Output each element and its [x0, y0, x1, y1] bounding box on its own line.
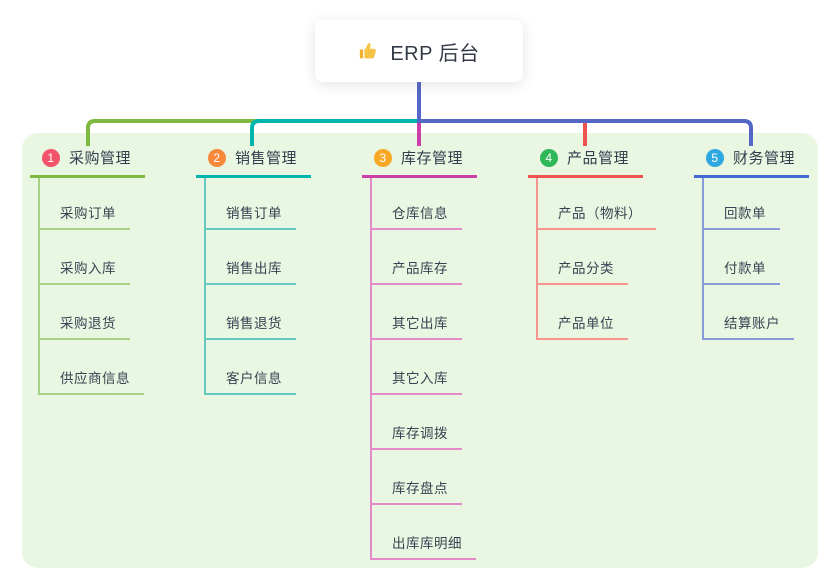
branch-children: 产品（物料） 产品分类 产品单位	[536, 178, 656, 340]
branch-title-label: 库存管理	[401, 150, 464, 167]
child-row: 付款单	[704, 230, 794, 285]
branch-column: 5 财务管理 回款单 付款单 结算账户	[694, 147, 809, 340]
child-node[interactable]: 仓库信息	[372, 202, 462, 230]
child-row: 采购入库	[40, 230, 144, 285]
branches-panel	[22, 133, 818, 568]
branch-node[interactable]: 4 产品管理	[528, 147, 643, 178]
branch-number-badge: 2	[208, 148, 226, 167]
branch-column: 3 库存管理 仓库信息 产品库存 其它出库 其它入库 库存调拨 库存盘点 出库库…	[362, 147, 477, 560]
child-node[interactable]: 客户信息	[206, 367, 296, 395]
branch-number-badge: 1	[42, 148, 60, 167]
child-row: 库存盘点	[372, 450, 476, 505]
child-node[interactable]: 采购订单	[40, 202, 130, 230]
thumbs-up-icon	[358, 40, 380, 62]
child-row: 产品分类	[538, 230, 656, 285]
root-title: ERP 后台	[390, 42, 480, 65]
branch-number-badge: 4	[540, 148, 558, 167]
child-row: 客户信息	[206, 340, 296, 395]
child-node[interactable]: 产品库存	[372, 257, 462, 285]
child-row: 其它入库	[372, 340, 476, 395]
child-node[interactable]: 供应商信息	[40, 367, 144, 395]
branch-number-badge: 5	[706, 148, 724, 167]
branch-column: 1 采购管理 采购订单 采购入库 采购退货 供应商信息	[30, 147, 145, 395]
branch-node[interactable]: 3 库存管理	[362, 147, 477, 178]
branch-children: 仓库信息 产品库存 其它出库 其它入库 库存调拨 库存盘点 出库库明细	[370, 178, 476, 560]
child-node[interactable]: 出库库明细	[372, 532, 476, 560]
branch-column: 2 销售管理 销售订单 销售出库 销售退货 客户信息	[196, 147, 311, 395]
root-node[interactable]: ERP 后台	[315, 20, 523, 82]
child-node[interactable]: 产品（物料）	[538, 202, 656, 230]
branch-children: 回款单 付款单 结算账户	[702, 178, 794, 340]
branch-title-label: 财务管理	[733, 150, 796, 167]
child-node[interactable]: 库存调拨	[372, 422, 462, 450]
branch-number-badge: 3	[374, 148, 392, 167]
child-node[interactable]: 销售退货	[206, 312, 296, 340]
child-row: 其它出库	[372, 285, 476, 340]
child-row: 仓库信息	[372, 178, 476, 230]
branch-title-label: 产品管理	[567, 150, 630, 167]
child-node[interactable]: 回款单	[704, 202, 780, 230]
child-row: 采购退货	[40, 285, 144, 340]
child-row: 结算账户	[704, 285, 794, 340]
child-row: 回款单	[704, 178, 794, 230]
child-row: 销售出库	[206, 230, 296, 285]
branch-title-label: 采购管理	[69, 150, 132, 167]
child-node[interactable]: 销售订单	[206, 202, 296, 230]
child-node[interactable]: 结算账户	[704, 312, 794, 340]
child-row: 产品单位	[538, 285, 656, 340]
child-row: 销售订单	[206, 178, 296, 230]
child-row: 库存调拨	[372, 395, 476, 450]
child-node[interactable]: 产品单位	[538, 312, 628, 340]
branch-column: 4 产品管理 产品（物料） 产品分类 产品单位	[528, 147, 656, 340]
child-node[interactable]: 其它出库	[372, 312, 462, 340]
child-row: 供应商信息	[40, 340, 144, 395]
child-node[interactable]: 付款单	[704, 257, 780, 285]
child-row: 产品库存	[372, 230, 476, 285]
child-node[interactable]: 库存盘点	[372, 477, 462, 505]
child-node[interactable]: 其它入库	[372, 367, 462, 395]
branch-node[interactable]: 5 财务管理	[694, 147, 809, 178]
child-node[interactable]: 产品分类	[538, 257, 628, 285]
branch-children: 销售订单 销售出库 销售退货 客户信息	[204, 178, 296, 395]
child-row: 采购订单	[40, 178, 144, 230]
branch-node[interactable]: 2 销售管理	[196, 147, 311, 178]
child-row: 产品（物料）	[538, 178, 656, 230]
child-node[interactable]: 采购入库	[40, 257, 130, 285]
branch-children: 采购订单 采购入库 采购退货 供应商信息	[38, 178, 144, 395]
branch-title-label: 销售管理	[235, 150, 298, 167]
child-row: 出库库明细	[372, 505, 476, 560]
child-node[interactable]: 销售出库	[206, 257, 296, 285]
child-row: 销售退货	[206, 285, 296, 340]
branch-node[interactable]: 1 采购管理	[30, 147, 145, 178]
child-node[interactable]: 采购退货	[40, 312, 130, 340]
